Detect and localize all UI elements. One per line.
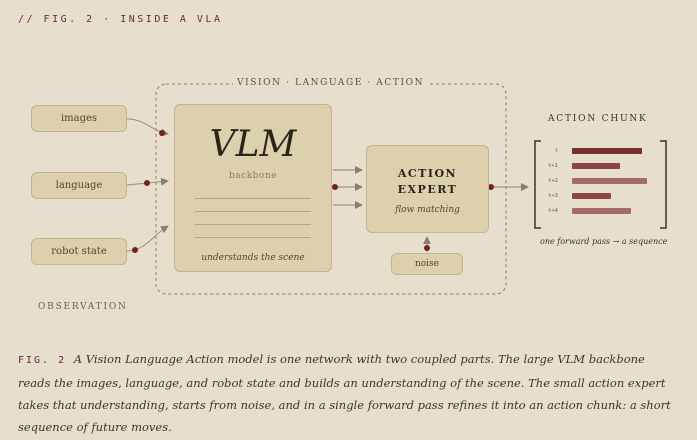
vlm-layer-line xyxy=(195,211,311,212)
action-chunk-bars: t t+1 t+2 t+3 t+4 xyxy=(540,145,660,225)
noise-input: noise xyxy=(391,253,463,275)
action-expert-title-line1: ACTION xyxy=(397,167,458,180)
action-expert-block: ACTION EXPERT flow matching xyxy=(366,145,489,233)
caption-text: A Vision Language Action model is one ne… xyxy=(18,352,671,434)
input-robot-state-label: robot state xyxy=(51,246,107,257)
chunk-step-label: t+3 xyxy=(548,193,558,199)
chunk-step-bar xyxy=(572,163,620,169)
input-images-label: images xyxy=(60,113,98,124)
chunk-left-bracket xyxy=(534,140,541,229)
chunk-step-bar xyxy=(572,208,631,214)
action-chunk-footer: one forward pass → a sequence xyxy=(540,237,668,246)
vlm-output-dot xyxy=(332,184,338,190)
chunk-step-bar xyxy=(572,193,611,199)
noise-label: noise xyxy=(414,259,440,269)
chunk-step-label: t+1 xyxy=(548,163,558,169)
figure-header: // FIG. 2 · INSIDE A VLA xyxy=(18,14,223,25)
vlm-layer-line xyxy=(195,224,311,225)
vlm-footer: understands the scene xyxy=(201,253,305,263)
action-expert-title: ACTION EXPERT xyxy=(367,166,488,198)
action-expert-title-line2: EXPERT xyxy=(397,183,458,196)
chunk-step-label: t+4 xyxy=(548,208,558,214)
vlm-layer-line xyxy=(195,198,311,199)
images-dot xyxy=(159,130,165,136)
input-robot-state: robot state xyxy=(31,238,127,265)
chunk-step-label: t xyxy=(554,148,558,154)
action-expert-subtitle: flow matching xyxy=(395,205,460,215)
expert-output-dot xyxy=(488,184,494,190)
observation-label: OBSERVATION xyxy=(38,302,128,312)
action-chunk-title: ACTION CHUNK xyxy=(548,114,648,124)
noise-dot xyxy=(424,245,430,251)
robot-state-connector xyxy=(126,225,169,252)
frame-label: VISION · LANGUAGE · ACTION xyxy=(233,78,429,88)
chunk-right-bracket xyxy=(660,140,667,229)
figure-caption: FIG. 2 A Vision Language Action model is… xyxy=(18,348,680,438)
vlm-subtitle: backbone xyxy=(229,171,277,181)
input-images: images xyxy=(31,105,127,132)
chunk-step-bar xyxy=(572,148,642,154)
input-language-label: language xyxy=(55,180,103,191)
input-language: language xyxy=(31,172,127,199)
robot-state-dot xyxy=(132,247,138,253)
language-dot xyxy=(144,180,150,186)
chunk-step-bar xyxy=(572,178,647,184)
caption-fig-label: FIG. 2 xyxy=(18,355,67,366)
vlm-title: VLM xyxy=(209,124,297,165)
vlm-layer-line xyxy=(195,237,311,238)
chunk-step-label: t+2 xyxy=(548,178,558,184)
vlm-block: VLM backbone understands the scene xyxy=(174,104,332,272)
